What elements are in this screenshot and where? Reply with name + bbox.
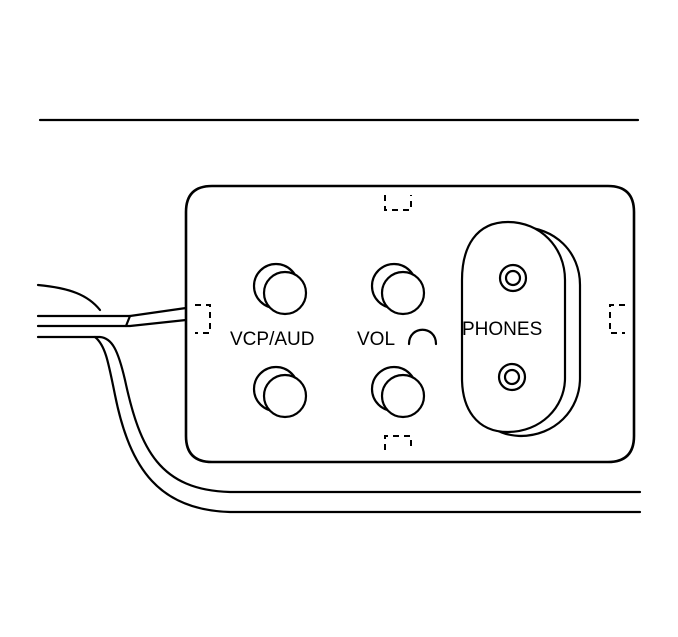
- vcp-aud-lower-knob: [252, 365, 308, 419]
- phones-jack-lower: [497, 362, 527, 392]
- vcp-aud-upper-knob: [252, 262, 308, 316]
- wire-harness: [36, 283, 642, 514]
- vol-upper-knob: [370, 262, 426, 316]
- vcp-aud-label: VCP/AUD: [230, 329, 314, 350]
- volume-arc-icon: [407, 328, 438, 346]
- vol-lower-knob: [370, 365, 426, 419]
- vol-label: VOL: [357, 329, 395, 350]
- phones-jack-upper: [498, 263, 528, 293]
- phones-label: PHONES: [462, 319, 542, 340]
- phones-jack-housing: [460, 220, 582, 438]
- retainer-clip-marks: [195, 195, 625, 450]
